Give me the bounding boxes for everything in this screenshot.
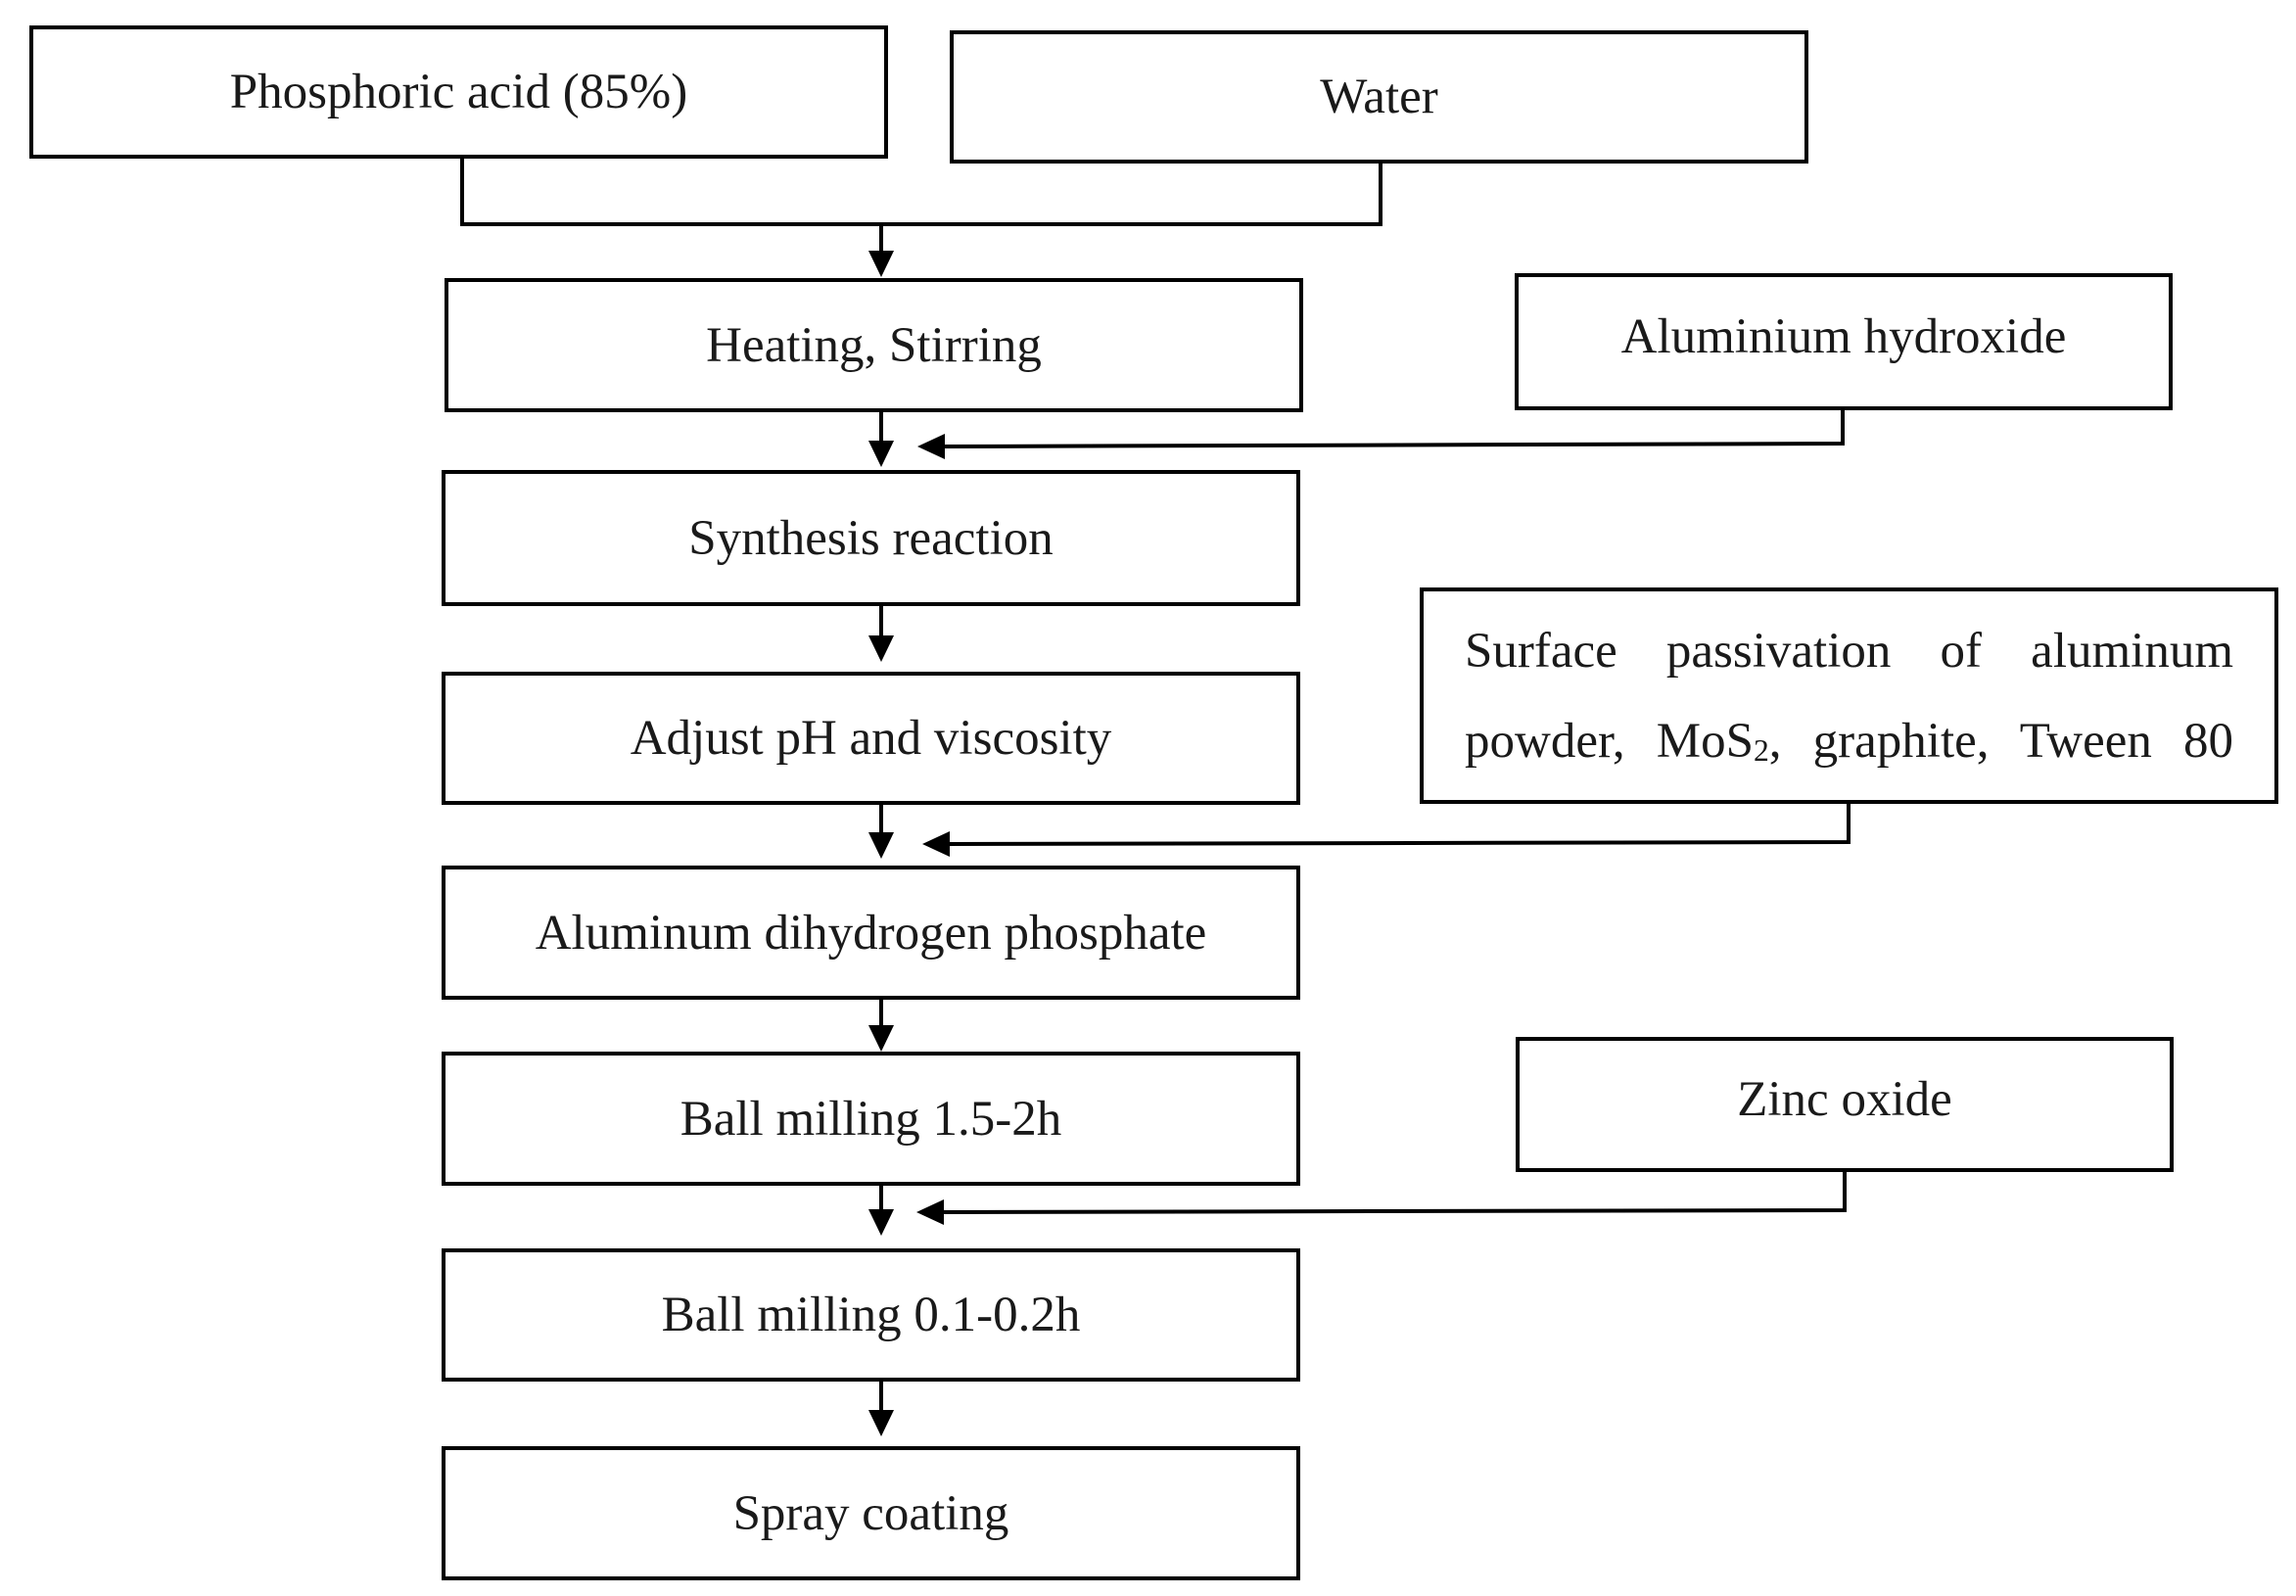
- additives-line-2-suffix: , graphite, Tween 80: [1768, 713, 2233, 769]
- additives-line-1: Surface passivation of aluminum: [1465, 623, 2233, 679]
- water-box: Water: [950, 30, 1808, 164]
- arrowhead-heating: [868, 251, 894, 277]
- arrowhead-milling-2: [868, 1209, 894, 1236]
- water-label: Water: [1320, 70, 1438, 124]
- aluminium-hydroxide-box: Aluminium hydroxide: [1515, 273, 2173, 410]
- step-ball-milling-1: Ball milling 1.5-2h: [442, 1052, 1300, 1186]
- step-synthesis-reaction: Synthesis reaction: [442, 470, 1300, 606]
- additives-box: Surface passivation of aluminum powder, …: [1420, 587, 2278, 804]
- step-heating-stirring-label: Heating, Stirring: [706, 317, 1042, 373]
- step-heating-stirring: Heating, Stirring: [445, 278, 1303, 412]
- additives-line-2-prefix: powder, MoS: [1465, 713, 1754, 769]
- zinc-oxide-label: Zinc oxide: [1737, 1072, 1952, 1127]
- arrowhead-milling-1: [868, 1025, 894, 1052]
- step-ball-milling-2: Ball milling 0.1-0.2h: [442, 1248, 1300, 1382]
- arrowhead-phosphate: [868, 832, 894, 859]
- step-adjust-ph-viscosity: Adjust pH and viscosity: [442, 672, 1300, 805]
- feed-zinc-oxide: [941, 1170, 1847, 1214]
- arrowhead-aluminium-hydroxide: [917, 434, 945, 459]
- step-adjust-ph-viscosity-label: Adjust pH and viscosity: [630, 711, 1112, 766]
- arrowhead-zinc-oxide: [916, 1199, 944, 1225]
- feed-additives: [947, 802, 1851, 846]
- merge-connector: [460, 157, 1382, 226]
- additives-line-2: powder, MoS2, graphite, Tween 80: [1465, 696, 2233, 786]
- step-synthesis-reaction-label: Synthesis reaction: [688, 510, 1054, 566]
- zinc-oxide-box: Zinc oxide: [1516, 1037, 2174, 1172]
- arrowhead-synthesis: [868, 441, 894, 467]
- step-ball-milling-2-label: Ball milling 0.1-0.2h: [661, 1288, 1081, 1342]
- arrowhead-spray: [868, 1410, 894, 1436]
- step-aluminum-dihydrogen-phosphate-label: Aluminum dihydrogen phosphate: [535, 905, 1207, 961]
- step-spray-coating-label: Spray coating: [732, 1485, 1009, 1541]
- arrowhead-adjust: [868, 635, 894, 662]
- step-ball-milling-1-label: Ball milling 1.5-2h: [679, 1091, 1062, 1147]
- additives-subscript: 2: [1753, 732, 1769, 768]
- step-spray-coating: Spray coating: [442, 1446, 1300, 1580]
- step-aluminum-dihydrogen-phosphate: Aluminum dihydrogen phosphate: [442, 866, 1300, 1000]
- phosphoric-acid-box: Phosphoric acid (85%): [29, 25, 888, 159]
- phosphoric-acid-label: Phosphoric acid (85%): [229, 65, 688, 119]
- arrowhead-additives: [922, 831, 950, 857]
- feed-aluminium-hydroxide: [942, 408, 1845, 448]
- aluminium-hydroxide-label: Aluminium hydroxide: [1620, 309, 2067, 364]
